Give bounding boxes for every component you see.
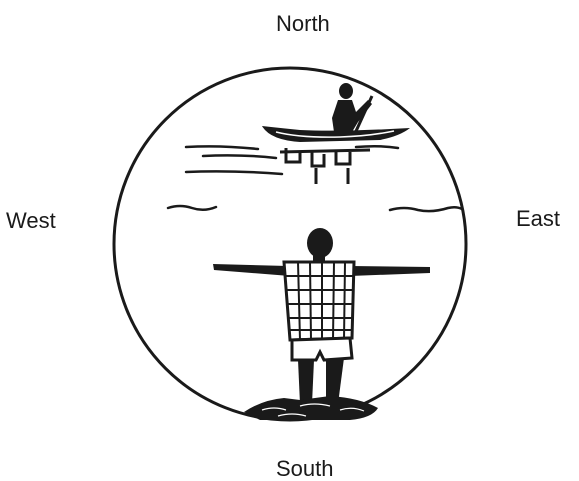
person-left-arm [213,264,290,276]
paddler-head [339,83,353,99]
paddler-body [332,100,372,132]
label-north: North [276,13,330,35]
person-head [307,228,333,258]
label-east: East [516,208,560,230]
person-left-leg [298,360,314,404]
label-west: West [6,210,56,232]
compass-circle [114,68,466,420]
person-arms-outstretched [213,228,430,404]
person-shirt [284,262,354,340]
label-south: South [276,458,334,480]
rock [244,396,378,420]
person-shorts [292,338,352,360]
canoe-reflection [280,148,370,184]
person-right-arm [350,266,430,276]
